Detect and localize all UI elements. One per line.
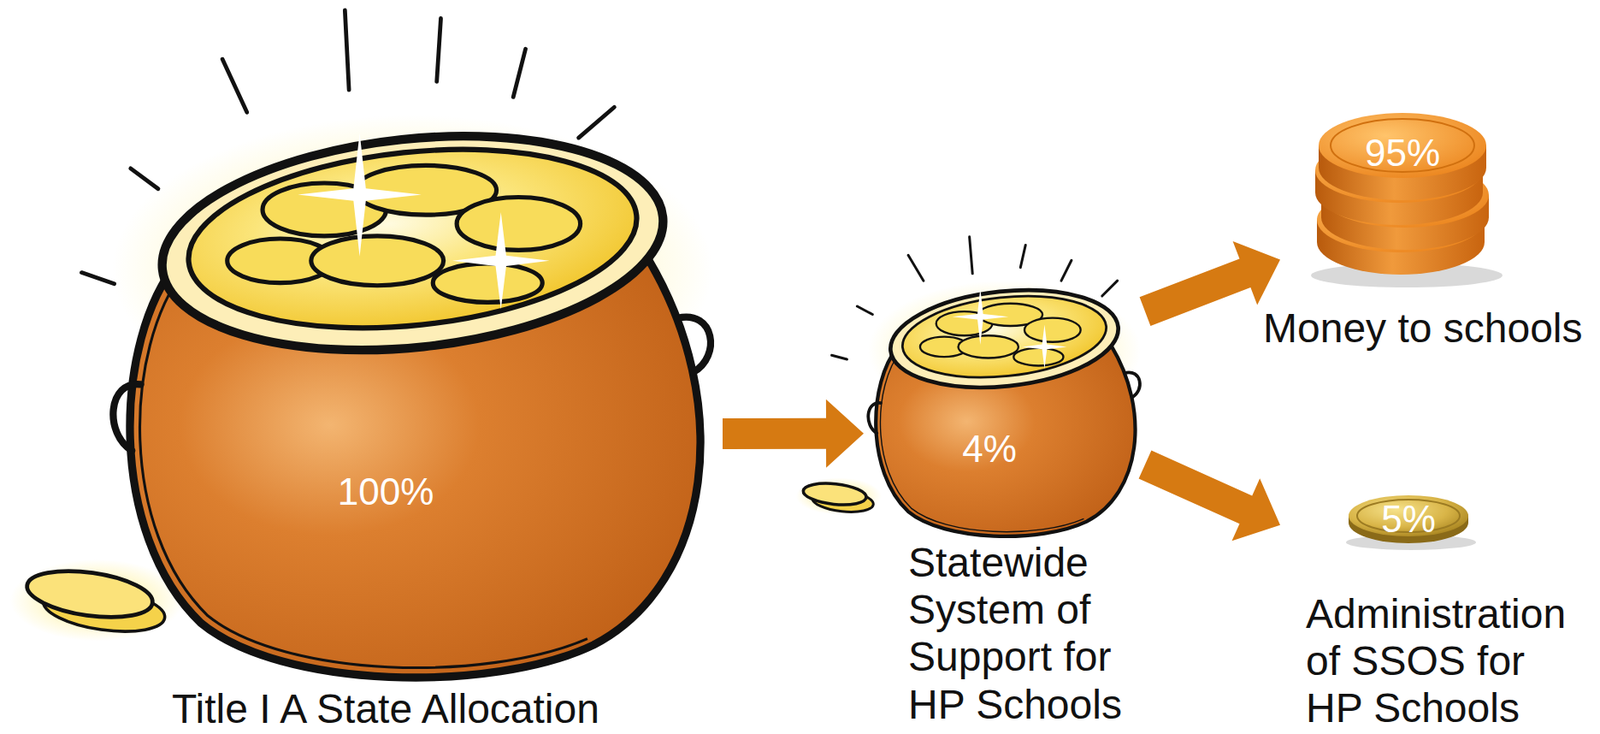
coin-stack-node: 95%Money to schools xyxy=(1280,111,1529,278)
block-arrow xyxy=(722,399,864,468)
pot-node: 100%Title I A State Allocation xyxy=(102,128,723,676)
block-arrow xyxy=(1139,450,1281,542)
percent-label: 4% xyxy=(962,430,1017,468)
block-arrow xyxy=(1139,241,1281,326)
gold-coin xyxy=(1346,495,1477,550)
percent-label: 5% xyxy=(1381,500,1436,538)
pot-caption: Statewide System of Support for HP Schoo… xyxy=(908,538,1135,728)
percent-label: 95% xyxy=(1364,134,1441,172)
pot-caption: Title I A State Allocation xyxy=(102,684,669,733)
big-pot xyxy=(112,112,714,678)
pot-node: 4%Statewide System of Support for HP Sch… xyxy=(863,286,1146,536)
percent-label: 100% xyxy=(337,472,435,511)
coin-caption: Money to schools xyxy=(1263,304,1583,352)
small-pot xyxy=(867,279,1141,537)
coin-stack xyxy=(1310,112,1503,288)
coin-node: 5%Administration of SSOS for HP Schools xyxy=(1280,489,1503,551)
coin-caption: Administration of SSOS for HP Schools xyxy=(1305,590,1580,733)
